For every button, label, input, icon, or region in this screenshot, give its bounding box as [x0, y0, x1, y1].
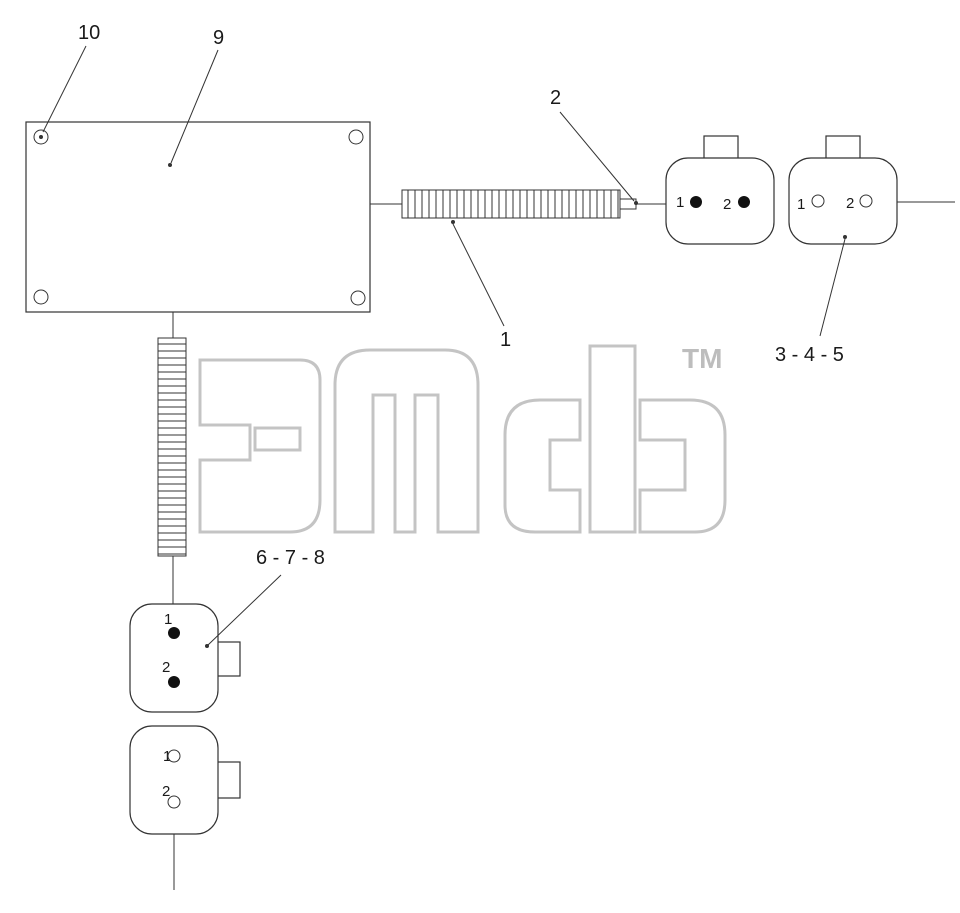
bottom-socket: 1 2	[129, 725, 241, 835]
right-corrugated-sleeve	[401, 189, 621, 219]
right-socket-pin1-label: 1	[797, 196, 805, 213]
module-marker	[168, 163, 172, 167]
bottom-socket-pin2	[167, 795, 181, 809]
bottom-socket-pin1-label: 1	[163, 748, 171, 765]
sleeve-marker	[451, 220, 455, 224]
bottom-plug-pin2-label: 2	[162, 659, 170, 676]
mount-hole-top-left	[33, 129, 49, 145]
callout-10: 10	[78, 22, 100, 44]
leader-1	[452, 223, 505, 327]
socket-marker	[843, 235, 847, 239]
callout-6-7-8: 6 - 7 - 8	[256, 547, 325, 569]
control-module	[25, 121, 371, 313]
leader-678	[207, 574, 282, 646]
right-plug-pin1-label: 1	[676, 194, 684, 211]
right-plug-pin1	[690, 196, 702, 208]
right-socket-pin2	[859, 194, 873, 208]
callout-3-4-5: 3 - 4 - 5	[775, 344, 844, 366]
right-plug-pin2	[738, 196, 750, 208]
bottom-plug-pin1	[168, 627, 180, 639]
mount-hole-top-right	[348, 129, 364, 145]
callout-1: 1	[500, 329, 511, 351]
right-socket: 1 2	[788, 135, 898, 245]
callout-2: 2	[550, 87, 561, 109]
bottom-plug: 1 2	[129, 603, 241, 713]
bottom-socket-pin2-label: 2	[162, 783, 170, 800]
leader-10	[42, 45, 87, 133]
right-socket-pin1	[811, 194, 825, 208]
leader-345	[819, 238, 846, 337]
mount-hole-bottom-right	[350, 290, 366, 306]
leader-9	[170, 49, 219, 164]
bottom-corrugated-sleeve	[157, 337, 187, 557]
bottom-plug-pin1-label: 1	[164, 611, 172, 628]
mount-hole-bottom-left	[33, 289, 49, 305]
callout-9: 9	[213, 27, 224, 49]
leader-2	[559, 111, 635, 202]
right-plug: 1 2	[665, 135, 775, 245]
right-socket-pin2-label: 2	[846, 195, 854, 212]
watermark-logo	[198, 344, 727, 534]
right-plug-pin2-label: 2	[723, 196, 731, 213]
bottom-plug-pin2	[168, 676, 180, 688]
bottom-socket-pin1	[167, 749, 181, 763]
ferrule-marker	[634, 201, 638, 205]
trademark-mark: TM	[682, 343, 722, 374]
mount-hole-marker	[39, 135, 43, 139]
